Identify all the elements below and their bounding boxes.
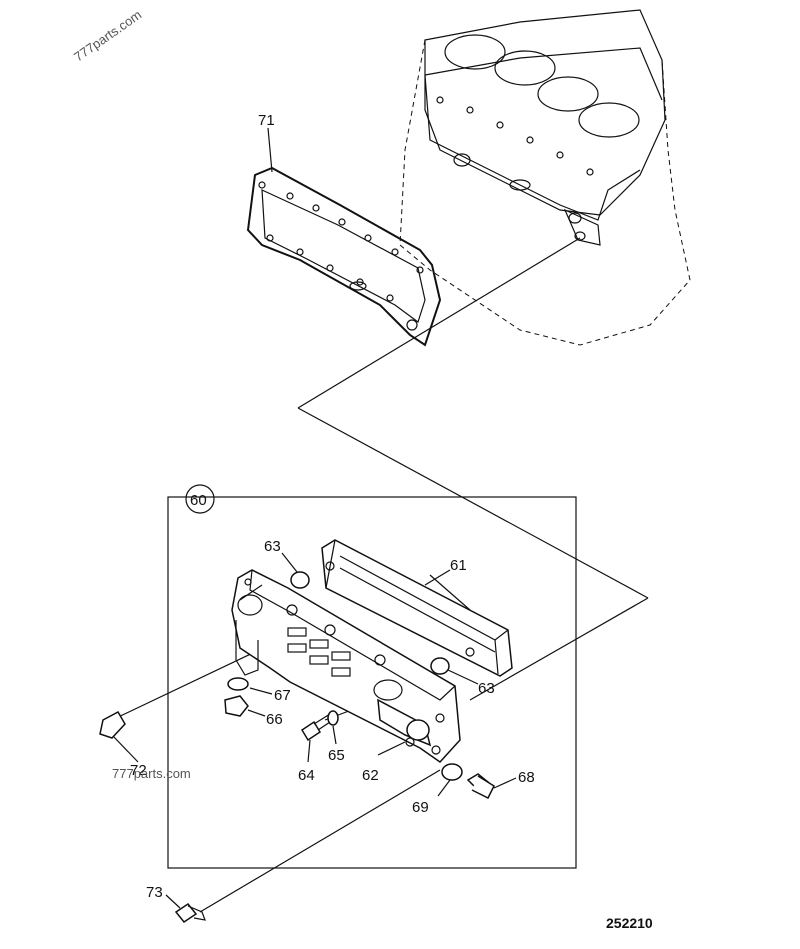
callout-67: 67 (274, 687, 291, 704)
callout-61: 61 (450, 557, 467, 574)
leader-65 (332, 725, 337, 745)
bracket-72 (99, 710, 126, 739)
reference-number: 252210 (606, 915, 653, 931)
o-ring-63-bottom (430, 657, 450, 675)
drain-plug-68 (466, 773, 495, 800)
gasket-71 (246, 166, 442, 347)
leader-73 (165, 894, 181, 909)
cooler-housing-62 (231, 569, 461, 763)
leader-62 (377, 741, 406, 756)
assembly-60-frame (167, 496, 577, 869)
bolt-73 (174, 902, 206, 924)
leader-67 (249, 687, 273, 695)
cooler-element-61 (321, 539, 513, 677)
callout-60-circle (185, 484, 215, 514)
o-ring-63-top (290, 571, 310, 589)
leader-64 (307, 739, 311, 763)
callout-63-top: 63 (264, 538, 281, 555)
callout-62: 62 (362, 767, 379, 784)
leader-69 (437, 779, 451, 797)
callout-69: 69 (412, 799, 429, 816)
callout-72: 72 (130, 762, 147, 779)
callout-60: 60 (190, 492, 207, 509)
callout-68: 68 (518, 769, 535, 786)
alignment-lines (111, 237, 649, 913)
callout-73: 73 (146, 884, 163, 901)
leader-61 (424, 569, 451, 586)
washer-65 (327, 710, 339, 726)
watermark-mid: 777parts.com (112, 766, 191, 781)
callout-64: 64 (298, 767, 315, 784)
leader-71 (267, 127, 273, 173)
watermark-top: 777parts.com (71, 7, 144, 64)
callout-65: 65 (328, 747, 345, 764)
engine-block (399, 9, 691, 346)
leader-63a (281, 552, 298, 573)
leader-66 (247, 709, 266, 717)
washer-67 (227, 677, 249, 691)
leader-68 (493, 777, 517, 789)
leader-72 (112, 735, 139, 763)
o-ring-69 (441, 763, 463, 781)
callout-66: 66 (266, 711, 283, 728)
leader-63b (447, 669, 479, 685)
callout-63-bottom: 63 (478, 680, 495, 697)
plug-66 (224, 695, 249, 717)
callout-71: 71 (258, 112, 275, 129)
